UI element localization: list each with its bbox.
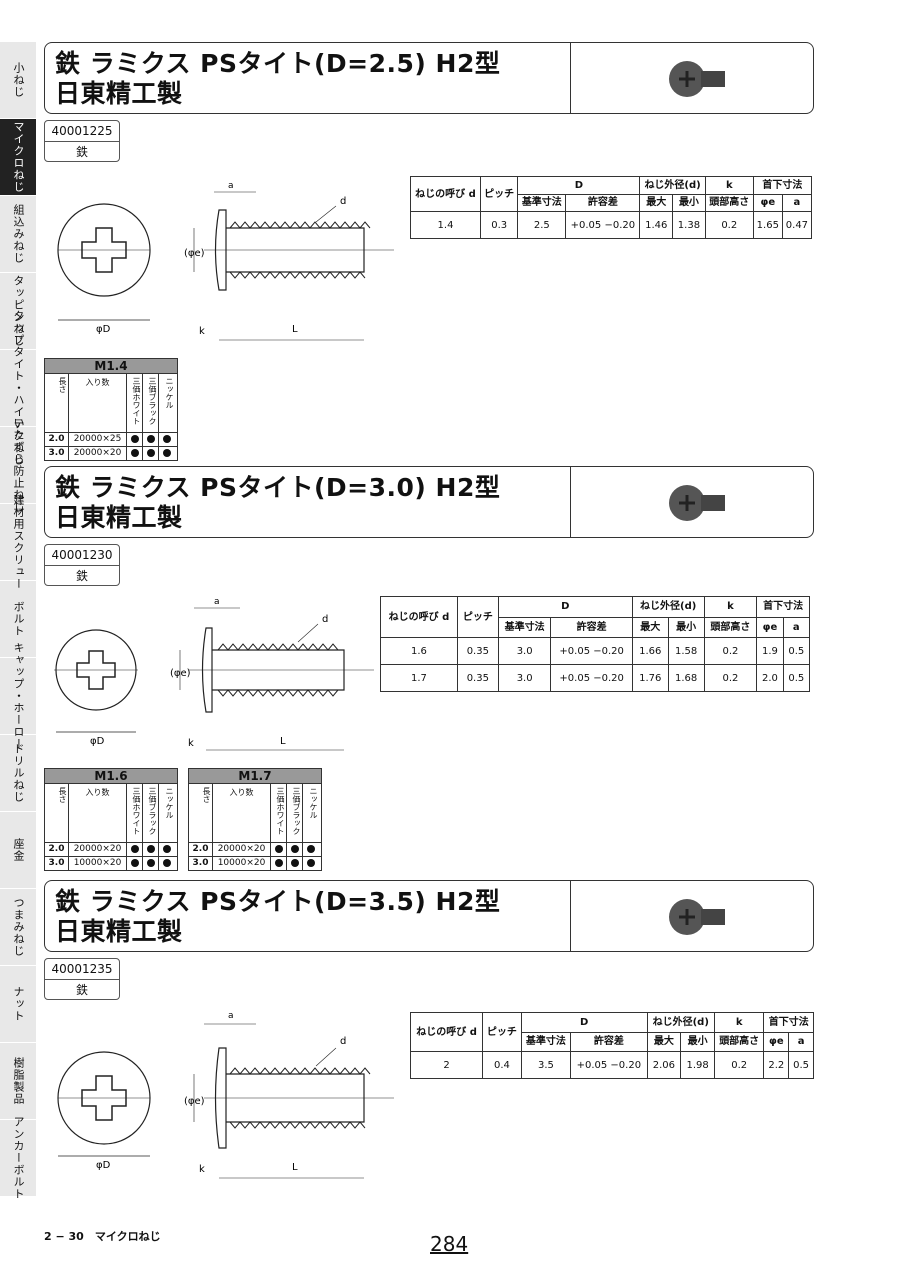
- dim-d: d: [340, 196, 346, 207]
- sidebar-tab[interactable]: キャップ・ホーロー: [0, 642, 36, 750]
- dim-l: L: [292, 1162, 298, 1173]
- screw-drawing: φD a d (φe) k L: [54, 597, 374, 751]
- sidebar-tab[interactable]: ナット: [0, 966, 36, 1043]
- available-dot-icon: [274, 844, 283, 853]
- spec-table: ねじの呼び d ピッチ D ねじ外径(d) k 首下寸法 基準寸法 許容差 最大…: [410, 176, 813, 239]
- product-section: 鉄 ラミクス PSタイト(D=3.0) H2型 日東精工製 40001230 鉄…: [44, 466, 814, 876]
- dim-phi-e: (φe): [170, 668, 191, 679]
- screw-photo-icon: [669, 61, 725, 97]
- available-dot-icon: [163, 844, 171, 853]
- footer-section-label: 2 − 30 マイクロねじ: [44, 1230, 161, 1243]
- available-dot-icon: [130, 448, 139, 457]
- screw-drawing: φD a d (φe) k L: [57, 181, 394, 341]
- available-dot-icon: [163, 434, 171, 443]
- sidebar-tab[interactable]: タッピンねじ: [0, 273, 36, 350]
- screw-photo-icon: [669, 899, 725, 935]
- spec-table: ねじの呼び d ピッチ D ねじ外径(d) k 首下寸法 基準寸法 許容差 最大…: [380, 596, 811, 692]
- product-section: 鉄 ラミクス PSタイト(D=3.5) H2型 日東精工製 40001235 鉄…: [44, 880, 814, 1210]
- spec-row: 1.6 0.35 3.0 +0.05 −0.20 1.66 1.58 0.2 1…: [380, 637, 811, 665]
- dim-phi-e: (φe): [184, 1096, 205, 1107]
- dim-l: L: [292, 324, 298, 335]
- sidebar-tab[interactable]: アンカーボルト: [0, 1116, 36, 1200]
- quantity-row: 3.0 20000×20: [45, 447, 177, 460]
- quantity-row: 3.0 10000×20: [45, 857, 177, 870]
- available-dot-icon: [307, 858, 315, 867]
- available-dot-icon: [307, 844, 315, 853]
- dim-d: d: [322, 614, 328, 625]
- available-dot-icon: [146, 844, 155, 853]
- available-dot-icon: [146, 448, 155, 457]
- quantity-row: 2.0 20000×25: [45, 433, 177, 447]
- screw-drawing: φD a d (φe) k L: [57, 1011, 394, 1179]
- available-dot-icon: [130, 844, 139, 853]
- dim-a: a: [214, 597, 220, 607]
- title-box: 鉄 ラミクス PSタイト(D=2.5) H2型 日東精工製: [44, 42, 814, 114]
- sidebar-tab[interactable]: いたずら防止ねじ: [0, 417, 36, 513]
- page-number: 284: [430, 1232, 469, 1256]
- available-dot-icon: [290, 858, 299, 867]
- dim-k: k: [188, 738, 194, 749]
- quantity-table: M1.4 長さ 入り数 三価ホワイト 三価ブラック ニッケル 2.0 20000…: [44, 358, 178, 461]
- dim-k: k: [199, 326, 205, 337]
- sidebar-tab[interactable]: ボルト: [0, 581, 36, 658]
- sidebar-tab[interactable]: 小ねじ: [0, 42, 36, 119]
- dim-l: L: [280, 736, 286, 747]
- product-code-box: 40001225 鉄: [44, 120, 120, 162]
- available-dot-icon: [130, 434, 139, 443]
- dim-phi-d: φD: [96, 324, 111, 335]
- product-code-box: 40001230 鉄: [44, 544, 120, 586]
- available-dot-icon: [130, 858, 139, 867]
- sidebar-tab[interactable]: 樹脂製品: [0, 1043, 36, 1120]
- product-section: 鉄 ラミクス PSタイト(D=2.5) H2型 日東精工製 40001225 鉄…: [44, 42, 814, 461]
- sidebar-tab[interactable]: ドリルねじ: [0, 735, 36, 812]
- screw-photo-icon: [669, 485, 725, 521]
- product-title: 鉄 ラミクス PSタイト(D=2.5) H2型 日東精工製: [55, 49, 501, 108]
- sidebar-tab[interactable]: つまみねじ: [0, 889, 36, 966]
- title-box: 鉄 ラミクス PSタイト(D=3.5) H2型 日東精工製: [44, 880, 814, 952]
- available-dot-icon: [163, 858, 171, 867]
- quantity-row: 3.0 10000×20: [189, 857, 321, 870]
- spec-row: 1.7 0.35 3.0 +0.05 −0.20 1.76 1.68 0.2 2…: [380, 664, 811, 692]
- dim-a: a: [228, 1011, 234, 1021]
- quantity-table: M1.6 長さ 入り数 三価ホワイト 三価ブラック ニッケル 2.0 20000…: [44, 768, 178, 871]
- dim-a: a: [228, 181, 234, 191]
- dim-phi-d: φD: [96, 1160, 111, 1171]
- available-dot-icon: [146, 858, 155, 867]
- spec-table: ねじの呼び d ピッチ D ねじ外径(d) k 首下寸法 基準寸法 許容差 最大…: [409, 1012, 814, 1079]
- sidebar-tab[interactable]: 組込みねじ: [0, 196, 36, 273]
- spec-row: 1.4 0.3 2.5 +0.05 −0.20 1.46 1.38 0.2 1.…: [410, 211, 813, 239]
- spec-row: 2 0.4 3.5 +0.05 −0.20 2.06 1.98 0.2 2.2 …: [409, 1051, 814, 1079]
- quantity-row: 2.0 20000×20: [45, 843, 177, 857]
- category-sidebar: 小ねじ マイクロねじ 組込みねじ タッピンねじ タップタイト・ハイテクねじ いた…: [0, 42, 36, 1200]
- dim-d: d: [340, 1036, 346, 1047]
- product-title: 鉄 ラミクス PSタイト(D=3.0) H2型 日東精工製: [55, 473, 501, 532]
- sidebar-tab[interactable]: 座金: [0, 812, 36, 889]
- quantity-table: M1.7 長さ 入り数 三価ホワイト 三価ブラック ニッケル 2.0 20000…: [188, 768, 322, 871]
- sidebar-tab[interactable]: 建材用スクリュー: [0, 494, 36, 590]
- sidebar-tab[interactable]: タップタイト・ハイテクねじ: [0, 310, 36, 466]
- available-dot-icon: [163, 448, 171, 457]
- sidebar-tab-active[interactable]: マイクロねじ: [0, 119, 36, 196]
- available-dot-icon: [146, 434, 155, 443]
- available-dot-icon: [274, 858, 283, 867]
- dim-k: k: [199, 1164, 205, 1175]
- title-box: 鉄 ラミクス PSタイト(D=3.0) H2型 日東精工製: [44, 466, 814, 538]
- dim-phi-e: (φe): [184, 248, 205, 259]
- product-code-box: 40001235 鉄: [44, 958, 120, 1000]
- product-title: 鉄 ラミクス PSタイト(D=3.5) H2型 日東精工製: [55, 887, 501, 946]
- quantity-row: 2.0 20000×20: [189, 843, 321, 857]
- available-dot-icon: [290, 844, 299, 853]
- dim-phi-d: φD: [90, 736, 105, 747]
